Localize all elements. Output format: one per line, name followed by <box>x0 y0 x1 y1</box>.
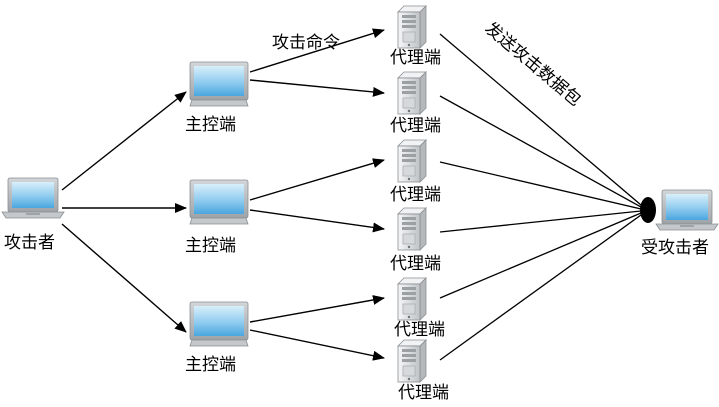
master-3-monitor-icon <box>189 301 249 347</box>
edge-master2-agent4 <box>249 209 385 233</box>
master-1-label: 主控端 <box>185 115 236 135</box>
edge-master1-agent2 <box>249 79 385 97</box>
attacker-label: 攻击者 <box>4 233 55 253</box>
agent-1-label: 代理端 <box>390 48 441 68</box>
edge-master3-agent5 <box>249 295 385 323</box>
attacker-laptop-icon <box>1 177 65 219</box>
agent-3-server-icon <box>397 139 427 183</box>
edge-agent3-victim <box>439 161 642 210</box>
edge-agent5-victim <box>439 212 642 299</box>
edge-attacker-master-3 <box>61 223 187 333</box>
agent-2-label: 代理端 <box>390 116 441 136</box>
agent-4-label: 代理端 <box>390 254 441 274</box>
edge-agent2-victim <box>439 95 642 208</box>
agent-6-label: 代理端 <box>398 383 449 403</box>
master-3-label: 主控端 <box>185 355 236 375</box>
edge-agent4-victim <box>439 210 642 233</box>
victim-label: 受攻击者 <box>641 238 709 258</box>
edge-master3-agent6 <box>249 329 385 361</box>
agent-5-server-icon <box>397 277 427 321</box>
master-2-monitor-icon <box>189 179 249 225</box>
edge-attacker-master-1 <box>61 91 187 191</box>
agent-4-server-icon <box>397 207 427 251</box>
edge-agent1-victim <box>439 33 642 206</box>
master-1-monitor-icon <box>189 61 249 107</box>
agent-2-server-icon <box>397 71 427 115</box>
send-attack-packets-label: 发送攻击数据包 <box>481 19 585 111</box>
edge-master1-agent1 <box>249 28 385 73</box>
agent-1-server-icon <box>397 5 427 49</box>
agent-3-label: 代理端 <box>390 185 441 205</box>
agent-6-server-icon <box>397 339 427 383</box>
agent-5-label: 代理端 <box>394 320 445 340</box>
master-2-label: 主控端 <box>185 236 236 256</box>
impact-point <box>640 197 656 223</box>
edge-master2-agent3 <box>249 158 385 201</box>
attack-command-label: 攻击命令 <box>272 33 340 53</box>
victim-laptop-icon <box>655 189 719 231</box>
edge-agent6-victim <box>439 214 642 361</box>
